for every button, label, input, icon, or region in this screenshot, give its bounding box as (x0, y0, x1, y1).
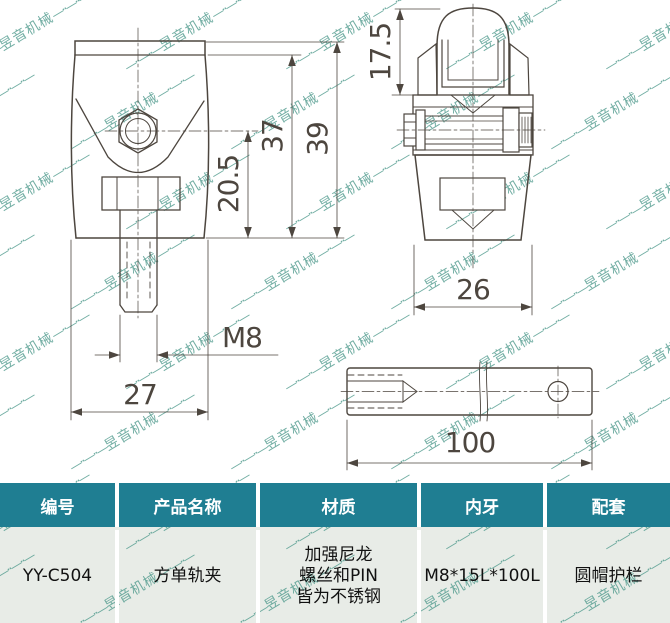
pin-arrowheads (347, 459, 592, 467)
side-arrowheads (396, 9, 532, 311)
table-header-row: 编号 产品名称 材质 内牙 配套 (0, 483, 670, 527)
dim-total-height: 39 (301, 122, 334, 156)
cell-inner-thread: M8*15L*100L (421, 530, 547, 623)
front-dimensions (70, 41, 345, 421)
cell-code: YY-C504 (0, 530, 119, 623)
side-dimensions (391, 8, 533, 316)
header-accessory: 配套 (547, 483, 670, 527)
hex-nut (118, 108, 158, 154)
dim-cap-height: 17.5 (364, 23, 397, 81)
material-line-2: 螺丝和PIN (299, 566, 378, 586)
material-line-1: 加强尼龙 (304, 545, 373, 565)
dim-inner-height: 20.5 (212, 155, 245, 213)
technical-drawing: 39 37 20.5 27 M8 (70, 3, 600, 471)
material-line-3: 皆为不锈钢 (296, 587, 381, 607)
spec-table: 编号 产品名称 材质 内牙 配套 YY-C504 方单轨夹 加强尼龙 螺丝和PI… (0, 483, 670, 623)
pin-dimensions (346, 419, 593, 471)
front-arrowheads (71, 42, 341, 416)
dim-width: 27 (123, 378, 157, 411)
header-material: 材质 (260, 483, 421, 527)
cell-material: 加强尼龙 螺丝和PIN 皆为不锈钢 (260, 530, 421, 623)
dim-mid-height: 37 (256, 119, 289, 153)
pin-view: 100 (340, 361, 600, 471)
dim-side-width: 26 (456, 273, 490, 306)
header-inner-thread: 内牙 (421, 483, 547, 527)
cell-product-name: 方单轨夹 (119, 530, 260, 623)
header-product-name: 产品名称 (119, 483, 260, 527)
side-view: 17.5 26 (364, 3, 546, 316)
table-data-row: YY-C504 方单轨夹 加强尼龙 螺丝和PIN 皆为不锈钢 M8*15L*10… (0, 530, 670, 623)
dim-pin-length: 100 (445, 426, 495, 459)
header-code: 编号 (0, 483, 119, 527)
cell-accessory: 圆帽护栏 (574, 566, 643, 586)
thread-label: M8 (222, 321, 262, 354)
front-view: 39 37 20.5 27 M8 (70, 27, 345, 421)
table-row-background (0, 527, 670, 623)
